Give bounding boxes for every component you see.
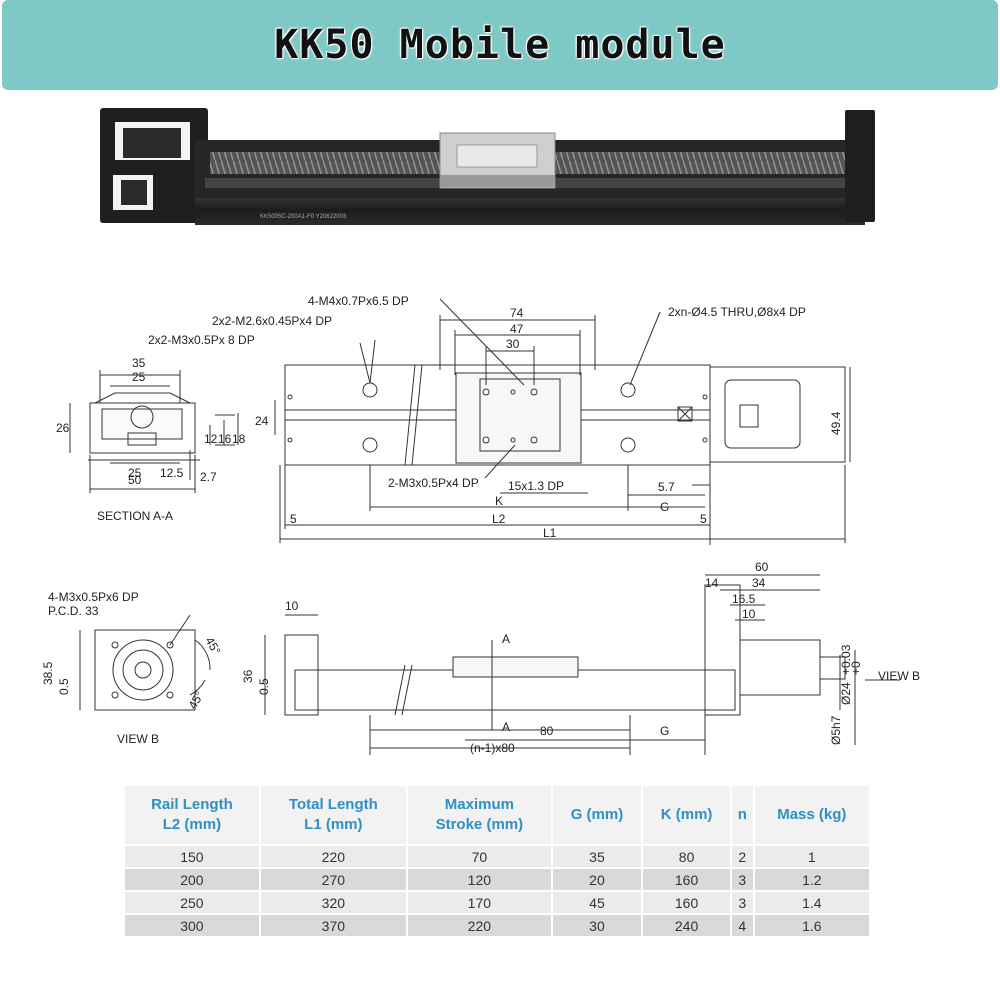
svg-text:34: 34: [752, 576, 766, 590]
view-b-pcd: P.C.D. 33: [48, 604, 99, 618]
view-b-arrow-label: VIEW B: [878, 669, 920, 683]
svg-text:L1: L1: [543, 526, 557, 540]
photo-label: KK5005C-200A1-F0 Y20622003: [260, 214, 347, 220]
svg-text:25: 25: [128, 466, 142, 480]
svg-text:A: A: [502, 720, 510, 734]
product-photo: KK5005C-200A1-F0 Y20622003: [100, 108, 875, 225]
svg-text:16: 16: [218, 432, 232, 446]
svg-text:14: 14: [705, 576, 719, 590]
svg-text:A: A: [502, 632, 510, 646]
callout-m3: 2x2-M3x0.5Px 8 DP: [148, 333, 255, 347]
callout-thru: 2xn-Ø4.5 THRU,Ø8x4 DP: [668, 305, 806, 319]
svg-text:G: G: [660, 500, 669, 514]
svg-text:Ø24: Ø24: [839, 682, 853, 705]
section-view: [69, 370, 239, 493]
view-b-callout: 4-M3x0.5Px6 DP: [48, 590, 139, 604]
technical-drawing: SECTION A-A 35 25 26 24 12 16 18 25 12.5…: [41, 294, 920, 755]
callout-m3-bottom: 2-M3x0.5Px4 DP: [388, 476, 479, 490]
col-n: n: [732, 786, 753, 844]
end-block: [845, 110, 875, 222]
svg-text:0.5: 0.5: [257, 678, 271, 695]
svg-text:18: 18: [232, 432, 246, 446]
svg-text:25: 25: [132, 370, 146, 384]
svg-text:10: 10: [285, 599, 299, 613]
side-view: [264, 574, 900, 755]
svg-text:10: 10: [742, 607, 756, 621]
svg-text:35: 35: [132, 356, 146, 370]
view-b: [79, 614, 211, 711]
svg-text:12.5: 12.5: [160, 466, 184, 480]
svg-text:0.5: 0.5: [57, 678, 71, 695]
svg-text:Ø5h7: Ø5h7: [829, 715, 843, 745]
col-mass: Mass (kg): [754, 786, 869, 844]
svg-text:60: 60: [755, 560, 769, 574]
svg-text:(n-1)x80: (n-1)x80: [470, 741, 515, 755]
svg-text:74: 74: [510, 306, 524, 320]
col-k: K (mm): [643, 786, 731, 844]
callout-m26: 2x2-M2.6x0.45Px4 DP: [212, 314, 332, 328]
svg-text:2.7: 2.7: [200, 470, 217, 484]
svg-text:16.5: 16.5: [732, 592, 756, 606]
svg-text:80: 80: [540, 724, 554, 738]
col-g: G (mm): [552, 786, 642, 844]
svg-text:5: 5: [700, 512, 707, 526]
section-label: SECTION A-A: [97, 509, 173, 523]
callout-pitch: 15x1.3 DP: [508, 479, 564, 493]
svg-text:L2: L2: [492, 512, 506, 526]
svg-text:+0: +0: [849, 661, 863, 675]
top-view: [274, 298, 851, 545]
svg-text:36: 36: [241, 669, 255, 683]
svg-text:49.4: 49.4: [829, 411, 843, 435]
svg-text:G: G: [660, 724, 669, 738]
svg-text:26: 26: [56, 421, 70, 435]
module-base: [195, 195, 865, 225]
svg-text:45°: 45°: [202, 635, 223, 658]
svg-text:5: 5: [290, 512, 297, 526]
svg-text:45°: 45°: [185, 689, 206, 712]
svg-text:24: 24: [255, 414, 269, 428]
svg-text:K: K: [495, 494, 503, 508]
svg-text:50: 50: [128, 473, 142, 487]
svg-text:12: 12: [204, 432, 218, 446]
callout-m4: 4-M4x0.7Px6.5 DP: [308, 294, 409, 308]
svg-text:5.7: 5.7: [658, 480, 675, 494]
svg-text:47: 47: [510, 322, 524, 336]
svg-text:30: 30: [506, 337, 520, 351]
svg-text:+0.03: +0.03: [839, 644, 853, 675]
svg-text:38.5: 38.5: [41, 661, 55, 685]
page-title: KK50 Mobile module: [274, 22, 726, 68]
title-banner: KK50 Mobile module: [2, 0, 998, 90]
view-b-label: VIEW B: [117, 732, 159, 746]
